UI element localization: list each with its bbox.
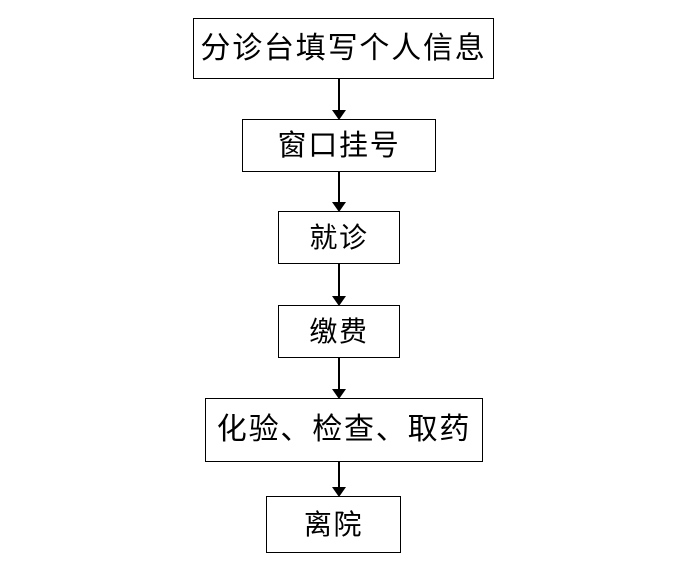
arrow-stem — [338, 79, 340, 110]
node-label: 离院 — [303, 507, 364, 541]
flowchart-node-window-registration[interactable]: 窗口挂号 — [242, 119, 436, 172]
node-label: 就诊 — [309, 220, 369, 254]
flowchart-node-leave-hospital[interactable]: 离院 — [266, 496, 401, 553]
flowchart-node-triage-info[interactable]: 分诊台填写个人信息 — [193, 18, 494, 79]
flowchart-node-consultation[interactable]: 就诊 — [278, 211, 400, 264]
flow-arrow-down-icon — [330, 264, 348, 306]
flowchart-node-lab-exam-pharmacy[interactable]: 化验、检查、取药 — [205, 398, 483, 462]
node-label: 缴费 — [309, 314, 369, 348]
arrow-stem — [338, 172, 340, 202]
flow-arrow-down-icon — [330, 358, 348, 399]
arrow-stem — [338, 264, 340, 296]
arrow-stem — [338, 462, 340, 487]
arrow-stem — [338, 358, 340, 389]
flow-arrow-down-icon — [330, 172, 348, 212]
flow-arrow-down-icon — [330, 79, 348, 120]
flowchart-node-payment[interactable]: 缴费 — [278, 305, 400, 358]
node-label: 化验、检查、取药 — [216, 412, 472, 447]
node-label: 窗口挂号 — [277, 128, 401, 162]
flow-arrow-down-icon — [330, 462, 348, 497]
node-label: 分诊台填写个人信息 — [200, 30, 487, 66]
